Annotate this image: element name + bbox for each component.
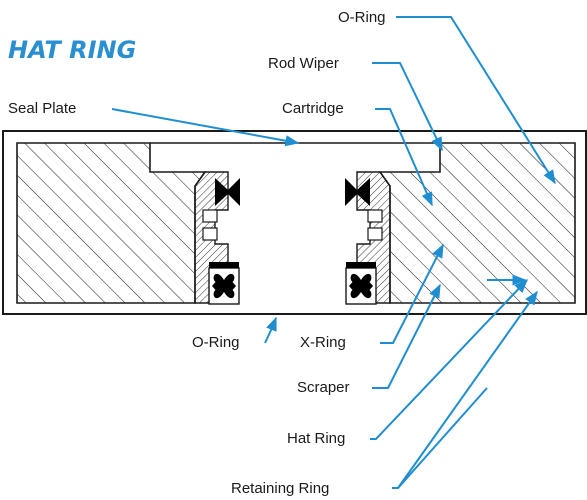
label-retaining-ring: Retaining Ring [231, 480, 329, 497]
label-rod-wiper: Rod Wiper [268, 55, 339, 72]
left-housing [16, 142, 207, 304]
leader-scraper [372, 283, 441, 389]
left-x-ring-bar [209, 262, 239, 268]
left-step-lower [202, 227, 218, 241]
right-step-upper [367, 209, 383, 223]
leader-hat-ring [370, 278, 528, 440]
seal-plate-outline [2, 130, 587, 315]
leader-retaining-ring [397, 290, 538, 489]
right-step-lower [367, 227, 383, 241]
label-o-ring-top: O-Ring [338, 9, 386, 26]
right-rod-wiper [345, 178, 370, 206]
left-rod-wiper [215, 178, 240, 206]
leader-o-ring-top [396, 16, 556, 185]
leader-rod-wiper [372, 62, 443, 152]
leader-cartridge [375, 108, 433, 207]
right-x-ring [361, 280, 373, 292]
leader-retaining-ring-a [392, 387, 488, 489]
label-scraper: Scraper [297, 379, 350, 396]
left-x-ring [224, 280, 236, 292]
label-x-ring: X-Ring [300, 334, 346, 351]
label-hat-ring: Hat Ring [287, 430, 345, 447]
label-seal-plate: Seal Plate [8, 100, 76, 117]
leader-x-ring [380, 243, 444, 344]
label-cartridge: Cartridge [282, 100, 344, 117]
label-o-ring-bottom: O-Ring [192, 334, 240, 351]
leader-o-ring-bottom [264, 316, 277, 344]
right-x-ring-bar [346, 262, 376, 268]
left-step-upper [202, 209, 218, 223]
leader-seal-plate [111, 108, 300, 147]
diagram-title: HAT RING [8, 36, 136, 64]
